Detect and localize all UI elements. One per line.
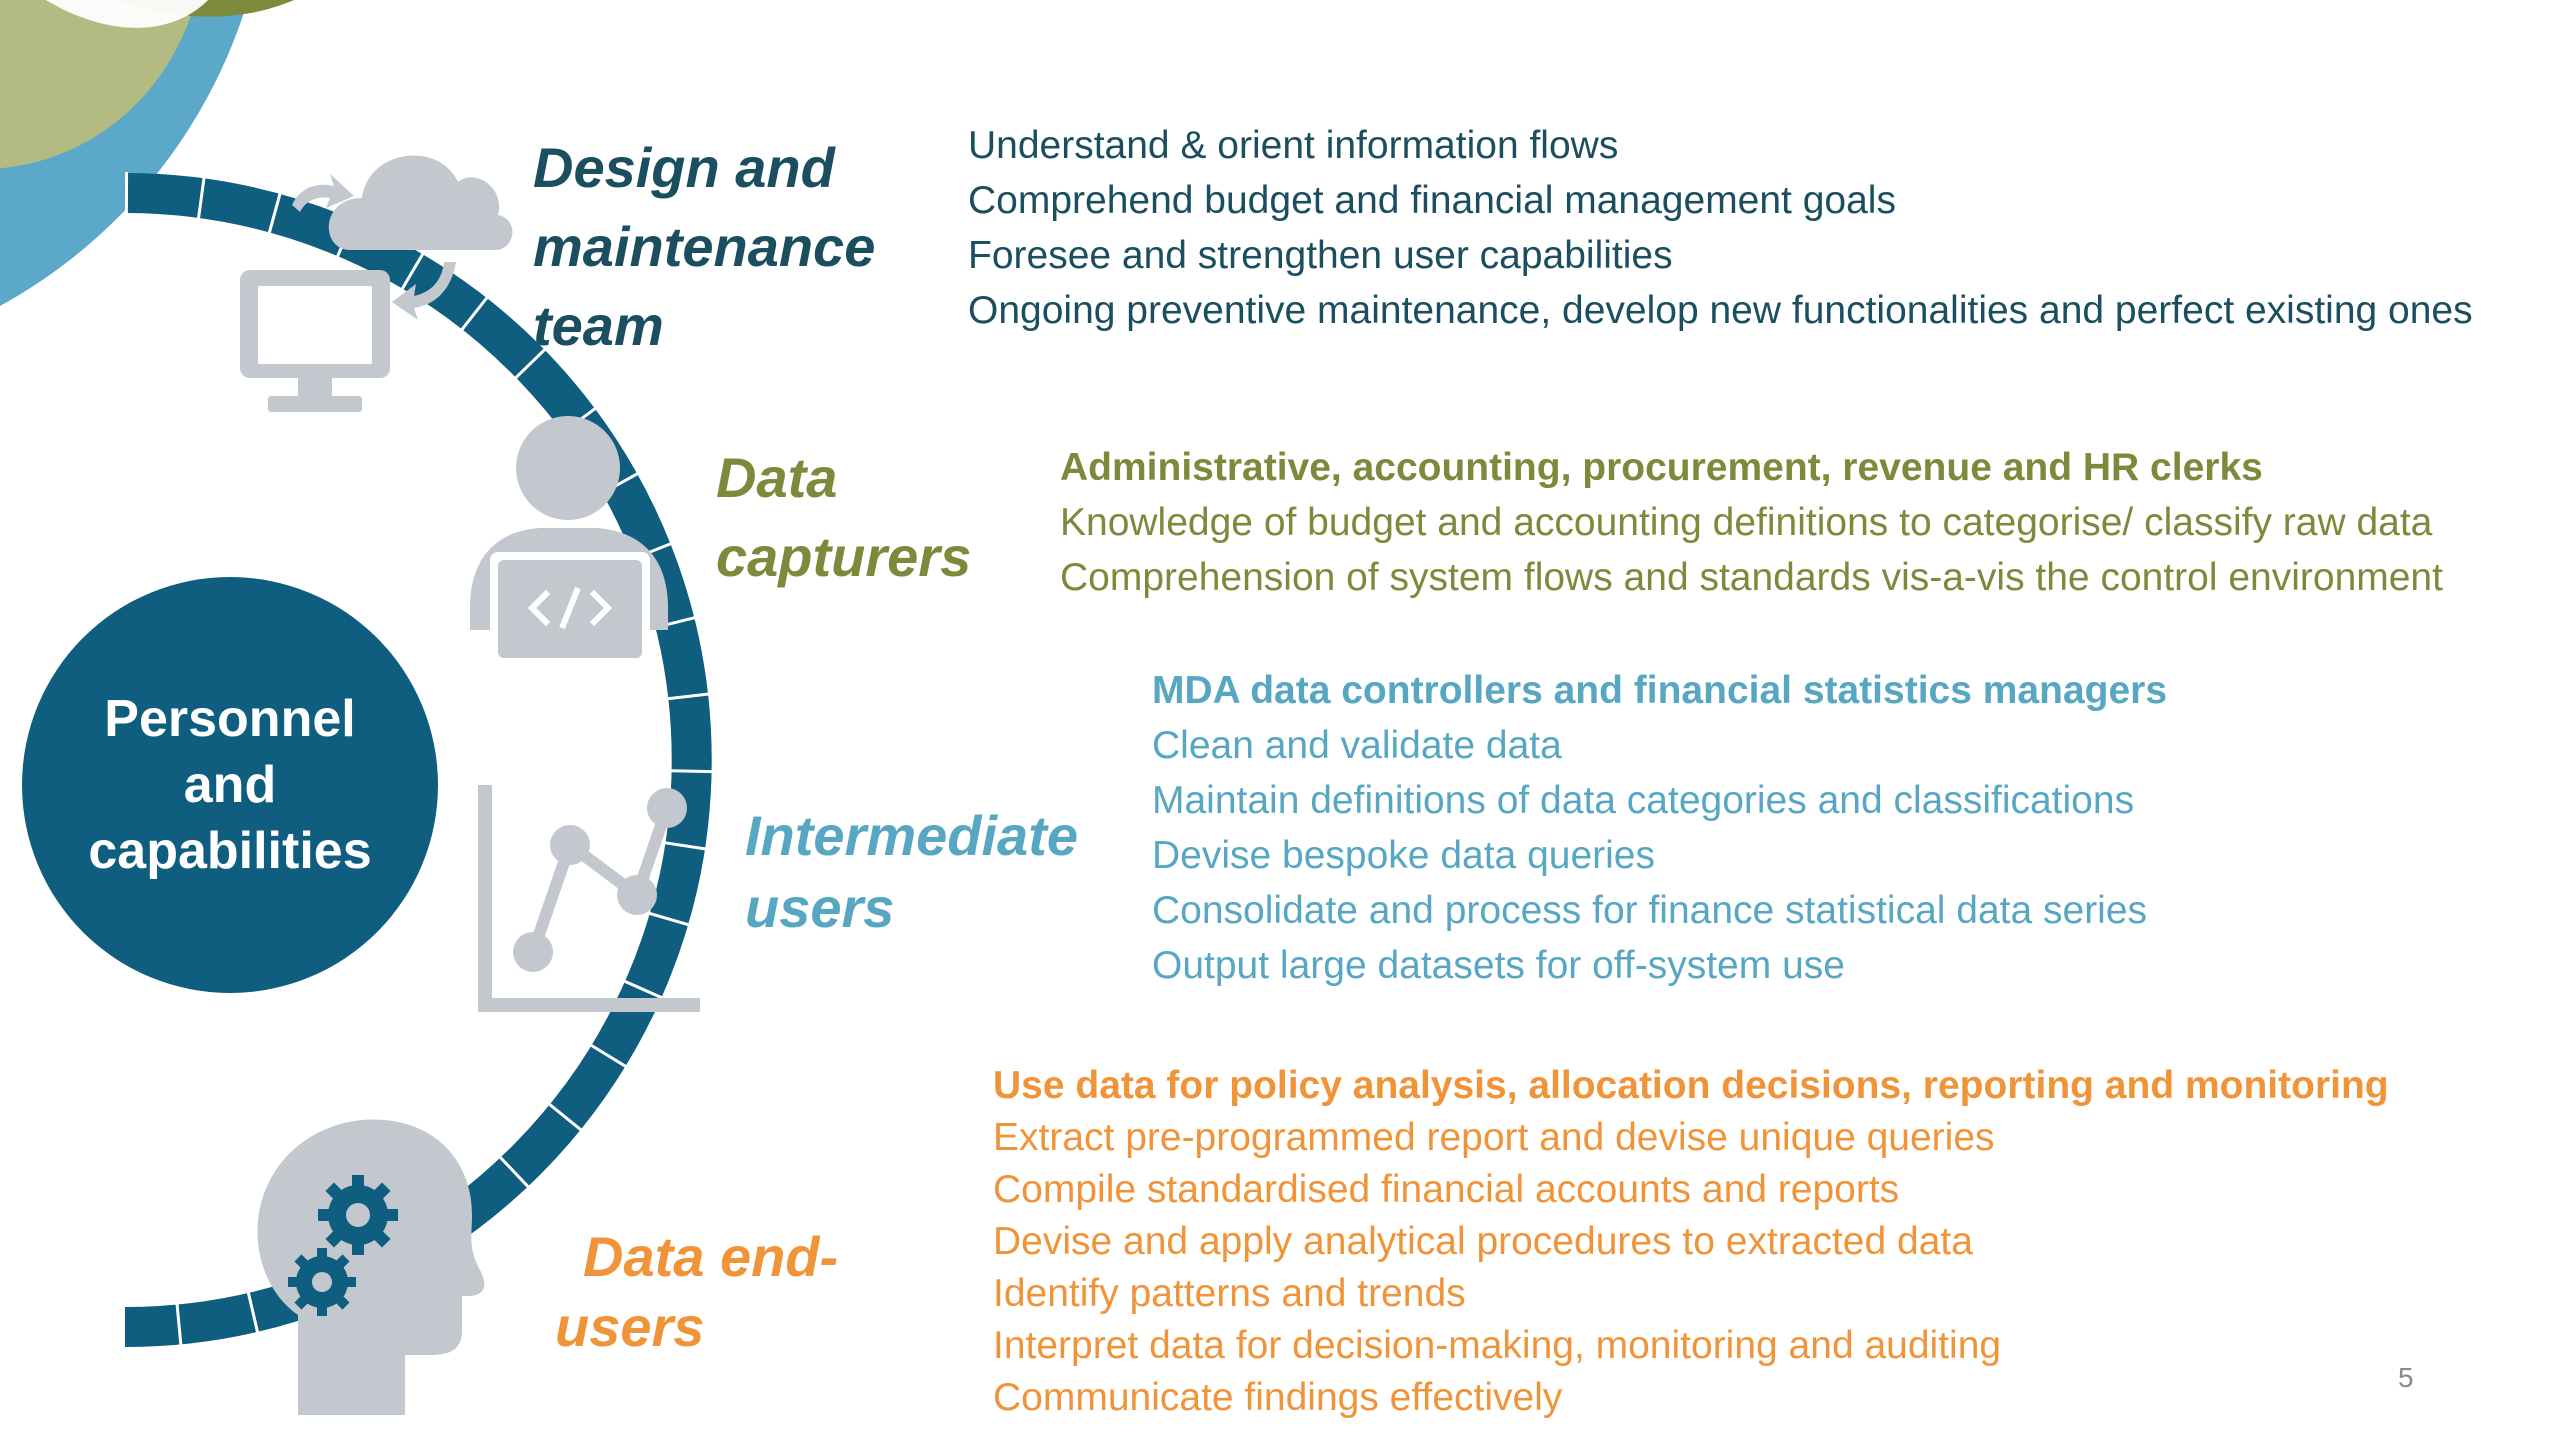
line-chart-icon — [478, 785, 700, 1012]
data-capturers-heading: Data capturers — [716, 438, 971, 596]
list-item: MDA data controllers and financial stati… — [1152, 669, 2168, 712]
list-item: Ongoing preventive maintenance, develop … — [968, 289, 2473, 332]
center-circle — [22, 577, 438, 993]
list-item: Knowledge of budget and accounting defin… — [1060, 501, 2433, 544]
center-label-line: Personnel — [104, 690, 356, 748]
list-item: Identify patterns and trends — [993, 1272, 1466, 1315]
design-team-list: Understand & orient information flows Co… — [968, 118, 2528, 338]
center-label-line: capabilities — [88, 822, 372, 880]
heading-line: Data end- — [583, 1225, 839, 1288]
heading-line: capturers — [716, 525, 972, 588]
data-end-users-heading: Data end- users — [555, 1222, 838, 1362]
heading-line: users — [745, 876, 895, 939]
heading-line: team — [533, 294, 664, 357]
list-item: Administrative, accounting, procurement,… — [1060, 446, 2263, 489]
list-item: Extract pre-programmed report and devise… — [993, 1116, 1995, 1159]
head-gears-icon — [257, 1119, 485, 1415]
data-capturers-list: Administrative, accounting, procurement,… — [1060, 440, 2443, 605]
list-item: Devise and apply analytical procedures t… — [993, 1220, 1973, 1263]
corner-decoration — [0, 0, 397, 306]
list-item: Consolidate and process for finance stat… — [1152, 889, 2148, 932]
page-number: 5 — [2398, 1362, 2414, 1393]
center-label-line: and — [183, 756, 277, 814]
list-item: Understand & orient information flows — [968, 124, 1619, 167]
heading-line: Design and — [533, 136, 835, 199]
list-item: Output large datasets for off-system use — [1152, 944, 1845, 987]
list-item: Foresee and strengthen user capabilities — [968, 234, 1673, 277]
list-item: Maintain definitions of data categories … — [1152, 779, 2135, 822]
data-end-users-list: Use data for policy analysis, allocation… — [993, 1060, 2389, 1424]
center-label: Personnel and capabilities — [25, 575, 435, 995]
list-item: Compile standardised financial accounts … — [993, 1168, 1900, 1211]
list-item: Communicate findings effectively — [993, 1376, 1563, 1419]
list-item: Comprehend budget and financial manageme… — [968, 179, 1896, 222]
developer-person-icon — [470, 416, 668, 662]
heading-line: users — [555, 1295, 705, 1358]
heading-line: Data — [716, 446, 838, 509]
list-item: Interpret data for decision-making, moni… — [993, 1324, 2002, 1367]
intermediate-users-heading: Intermediate users — [745, 800, 1078, 944]
cloud-sync-icon — [240, 155, 513, 412]
heading-line: Intermediate — [745, 804, 1078, 867]
list-item: Comprehension of system flows and standa… — [1060, 556, 2443, 599]
design-team-heading: Design and maintenance team — [533, 128, 875, 365]
list-item: Devise bespoke data queries — [1152, 834, 1655, 877]
intermediate-users-list: MDA data controllers and financial stati… — [1152, 663, 2167, 993]
list-item: Clean and validate data — [1152, 724, 1562, 767]
list-item: Use data for policy analysis, allocation… — [993, 1064, 2389, 1107]
heading-line: maintenance — [533, 215, 876, 278]
